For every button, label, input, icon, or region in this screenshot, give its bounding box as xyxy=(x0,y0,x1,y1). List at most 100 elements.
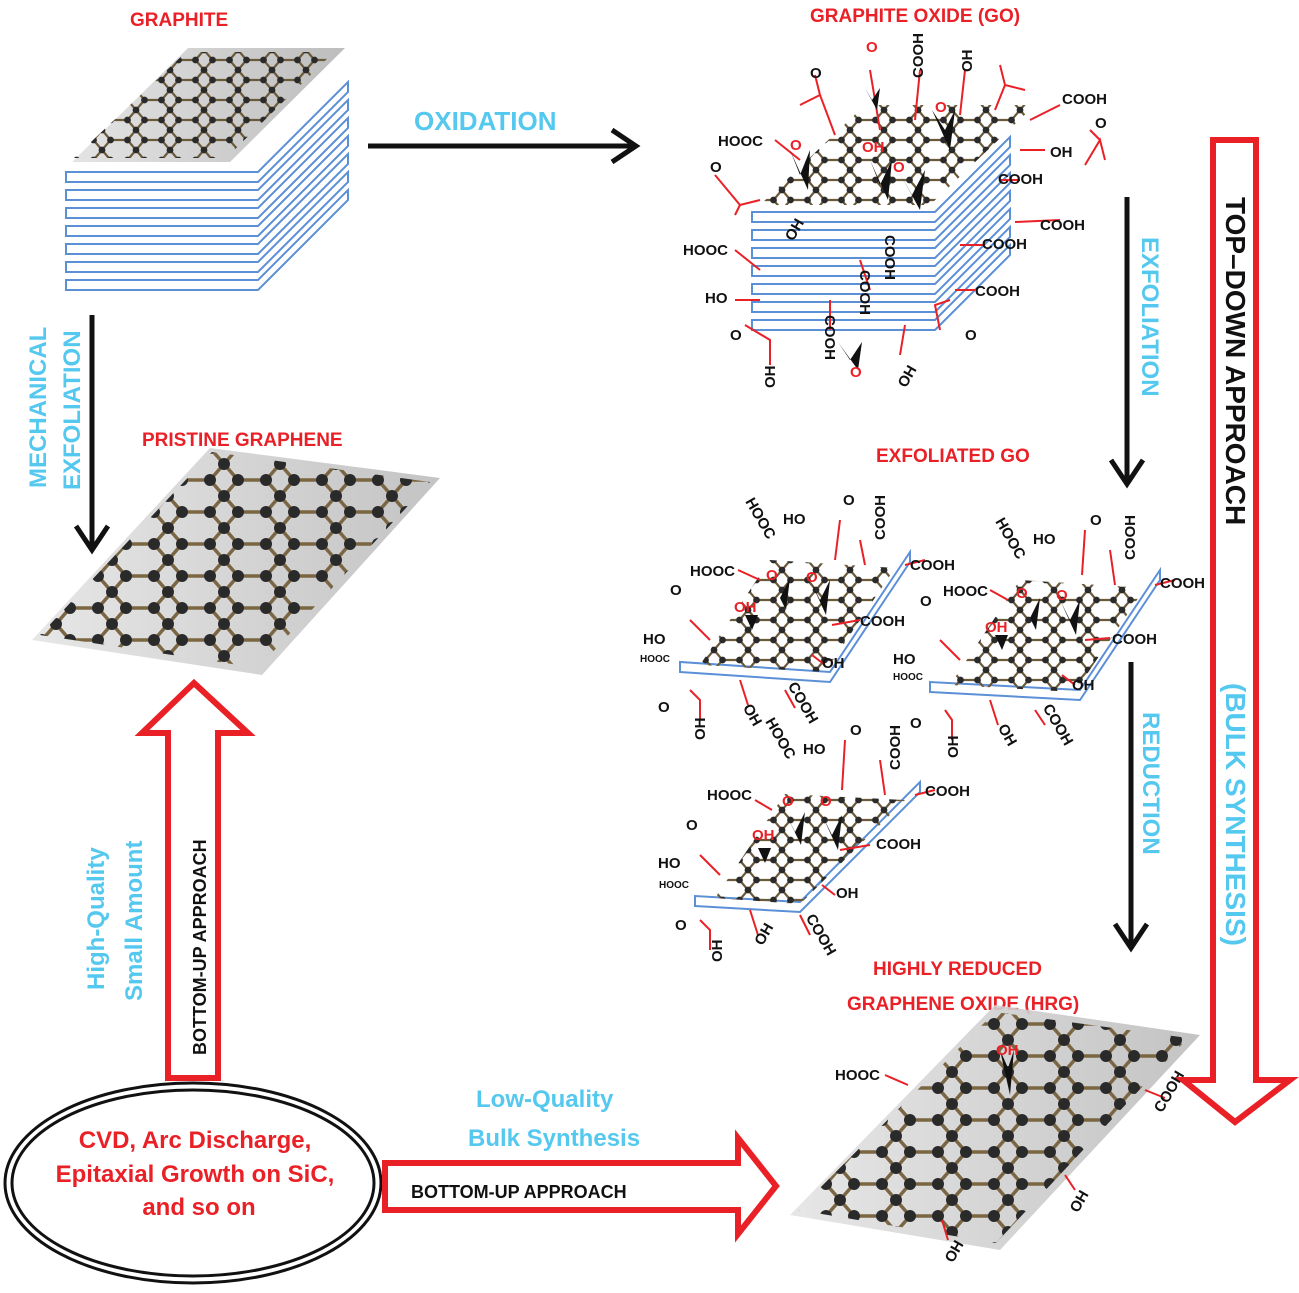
ex2-oh-3: OH xyxy=(994,721,1020,749)
go-cooh-v2: COOH xyxy=(856,270,873,315)
go-oh-2: OH xyxy=(1050,144,1073,161)
graphite-stack xyxy=(65,48,349,291)
ex1-o-red-1: O xyxy=(766,567,778,584)
ex3-cooh-2: COOH xyxy=(925,783,970,800)
go-o-red-3: O xyxy=(790,137,802,154)
ex2-o-red-2: O xyxy=(1056,587,1068,604)
ex2-oh-2: OH xyxy=(945,736,962,759)
go-hooc-1: HOOC xyxy=(718,133,763,150)
ex1-o-red-2: O xyxy=(806,569,818,586)
ex2-cooh-3: COOH xyxy=(1112,631,1157,648)
go-o-red-4: O xyxy=(893,159,905,176)
ex1-hooc-3: HOOC xyxy=(640,654,670,665)
go-o-2: O xyxy=(710,159,722,176)
synthesis-methods-ellipse xyxy=(3,1081,383,1285)
ex2-ho-2: HO xyxy=(893,651,916,668)
ex1-cooh-2: COOH xyxy=(910,557,955,574)
ex2-o-red-1: O xyxy=(1016,585,1028,602)
ex3-o-red-2: O xyxy=(820,793,832,810)
graphite-oxide-stack xyxy=(714,64,1106,370)
high-quality-label: High-Quality xyxy=(83,847,110,990)
bottom-up-horizontal-label: BOTTOM-UP APPROACH xyxy=(411,1182,627,1202)
hrg-oh-red: OH xyxy=(996,1042,1019,1059)
exfoliated-go-title: EXFOLIATED GO xyxy=(876,446,1030,467)
go-hooc-2: HOOC xyxy=(683,242,728,259)
ex1-o-1: O xyxy=(843,492,855,509)
hrg-title-line1: HIGHLY REDUCED xyxy=(873,959,1042,980)
top-down-arrow xyxy=(1174,137,1299,1126)
go-o-5: O xyxy=(965,327,977,344)
ex2-cooh-1: COOH xyxy=(1122,515,1139,560)
oxidation-label: OXIDATION xyxy=(414,106,557,136)
exfoliated-go-sheet-1: HOOC HO O COOH COOH HOOC O HO COOH HOOC … xyxy=(640,492,955,740)
pristine-graphene-title: PRISTINE GRAPHENE xyxy=(142,430,343,451)
pristine-graphene-sheet xyxy=(32,448,440,675)
graphite-title: GRAPHITE xyxy=(130,10,228,31)
go-cooh-5: COOH xyxy=(982,236,1027,253)
go-oh-1: OH xyxy=(959,50,976,73)
exfoliation-arrow xyxy=(1108,197,1146,489)
ex3-o-3: O xyxy=(675,917,687,934)
ex1-o-3: O xyxy=(658,699,670,716)
ex2-hooc-1: HOOC xyxy=(992,515,1029,563)
methods-line3: and so on xyxy=(142,1194,255,1221)
go-cooh-1: COOH xyxy=(910,33,927,78)
go-oh-v2: OH xyxy=(762,366,779,389)
ex1-ho: HO xyxy=(783,511,806,528)
bottom-up-horizontal-arrow xyxy=(382,1129,780,1243)
hrg-hooc: HOOC xyxy=(835,1067,880,1084)
mechanical-label-line2: EXFOLIATION xyxy=(59,330,86,490)
mechanical-exfoliation-arrow xyxy=(73,315,111,555)
go-cooh-3: COOH xyxy=(998,171,1043,188)
ex1-oh-2: OH xyxy=(692,718,709,741)
ex2-o-2: O xyxy=(920,593,932,610)
ex3-o-1: O xyxy=(850,722,862,739)
top-down-label: TOP–DOWN APPROACH xyxy=(1220,197,1251,525)
go-o-3: O xyxy=(1095,115,1107,132)
ex1-cooh-4: COOH xyxy=(784,679,821,726)
ex3-cooh-4: COOH xyxy=(802,911,839,958)
ex3-hooc-1: HOOC xyxy=(762,715,799,763)
ex3-ho: HO xyxy=(803,741,826,758)
ex2-ho: HO xyxy=(1033,531,1056,548)
reduction-arrow xyxy=(1112,662,1150,953)
exfoliated-go-sheet-3: HOOC HO O COOH COOH HOOC O HO COOH HOOC … xyxy=(658,715,970,962)
ex3-o-2: O xyxy=(686,817,698,834)
ex3-ho-2: HO xyxy=(658,855,681,872)
ex3-oh-1: OH xyxy=(836,885,859,902)
go-oh-v3: OH xyxy=(895,363,921,391)
exfoliated-go-sheet-2: HOOC HO O COOH COOH HOOC O HO COOH HOOC … xyxy=(893,512,1205,758)
ex1-cooh-3: COOH xyxy=(860,613,905,630)
ex3-hooc-2: HOOC xyxy=(707,787,752,804)
ex1-hooc-2: HOOC xyxy=(690,563,735,580)
graphite-oxide-title: GRAPHITE OXIDE (GO) xyxy=(810,6,1020,27)
ex3-oh-red: OH xyxy=(752,827,775,844)
hrg-title-line2: GRAPHENE OXIDE (HRG) xyxy=(847,994,1079,1015)
small-amount-label: Small Amount xyxy=(121,841,148,1001)
ex1-hooc-1: HOOC xyxy=(742,495,779,543)
go-ho-1: HO xyxy=(705,290,728,307)
ex3-cooh-1: COOH xyxy=(887,725,904,770)
top-down-bulk-label: (BULK SYNTHESIS) xyxy=(1220,683,1251,946)
bulk-synthesis-label: Bulk Synthesis xyxy=(468,1125,640,1152)
hrg-oh-1: OH xyxy=(1067,1188,1093,1216)
go-cooh-v3: COOH xyxy=(821,315,838,360)
ex2-o-3: O xyxy=(910,715,922,732)
ex3-hooc-3: HOOC xyxy=(659,880,689,891)
ex2-hooc-3: HOOC xyxy=(893,672,923,683)
ex3-oh-2: OH xyxy=(709,940,726,963)
exfoliation-label: EXFOLIATION xyxy=(1136,237,1163,397)
ex2-hooc-2: HOOC xyxy=(943,583,988,600)
reduction-label: REDUCTION xyxy=(1137,712,1164,855)
ex1-oh-red: OH xyxy=(734,599,757,616)
go-oh-red: OH xyxy=(862,139,885,156)
go-cooh-v1: COOH xyxy=(881,235,898,280)
bottom-up-vertical-arrow xyxy=(134,678,256,1081)
ex2-oh-1: OH xyxy=(1072,677,1095,694)
ex2-o-1: O xyxy=(1090,512,1102,529)
ex3-o-red-1: O xyxy=(782,793,794,810)
go-cooh-6: COOH xyxy=(975,283,1020,300)
hrg-sheet: HOOC OH COOH OH OH xyxy=(790,1005,1200,1266)
go-o-4: O xyxy=(730,327,742,344)
ex1-ho-2: HO xyxy=(643,631,666,648)
